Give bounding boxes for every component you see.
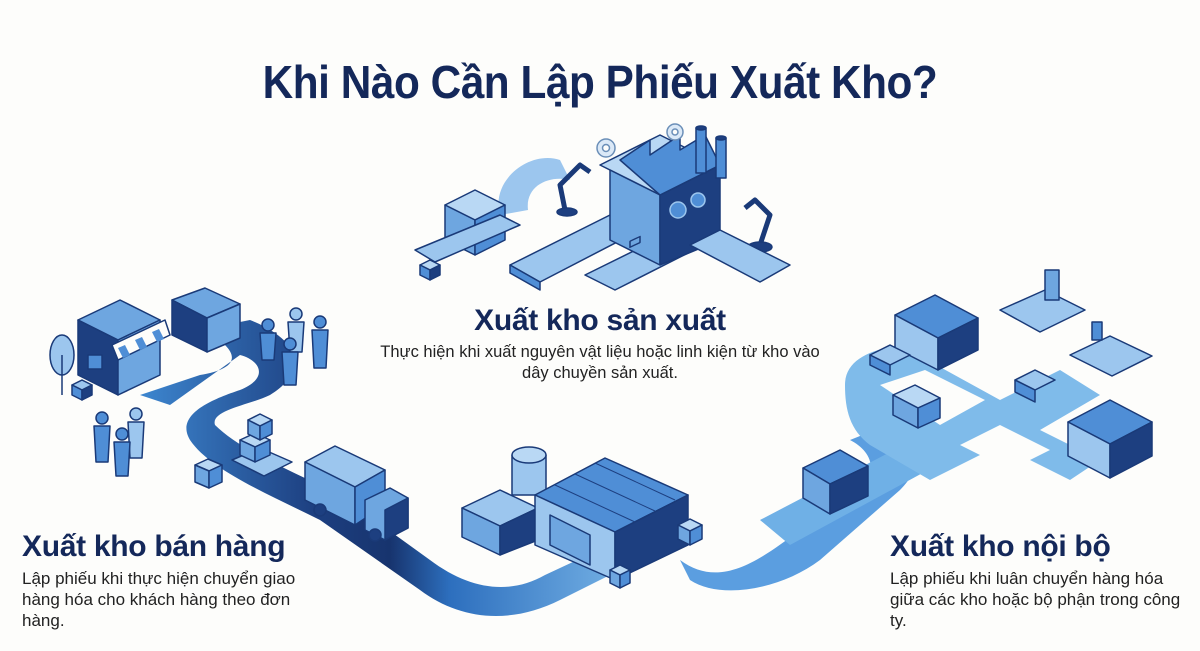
factory-assembly-line (414, 123, 791, 291)
section-sales: Xuất kho bán hàng Lập phiếu khi thực hiệ… (22, 530, 332, 631)
production-description: Thực hiện khi xuất nguyên vật liệu hoặc … (380, 343, 820, 382)
sales-description: Lập phiếu khi thực hiện chuyển giao hàng… (22, 569, 296, 630)
retail-area (49, 287, 329, 489)
sales-heading: Xuất kho bán hàng (22, 530, 286, 563)
central-warehouse (461, 235, 703, 589)
production-heading: Xuất kho sản xuất (474, 304, 726, 337)
section-production: Xuất kho sản xuất Thực hiện khi xuất ngu… (380, 304, 820, 384)
internal-network-buildings (802, 269, 1153, 515)
internal-description: Lập phiếu khi luân chuyển hàng hóa giữa … (890, 569, 1181, 630)
internal-heading: Xuất kho nội bộ (890, 530, 1111, 563)
delivery-truck (304, 445, 409, 542)
page-title: Khi Nào Cần Lập Phiếu Xuất Kho? (262, 55, 938, 108)
section-internal: Xuất kho nội bộ Lập phiếu khi luân chuyể… (890, 530, 1190, 631)
